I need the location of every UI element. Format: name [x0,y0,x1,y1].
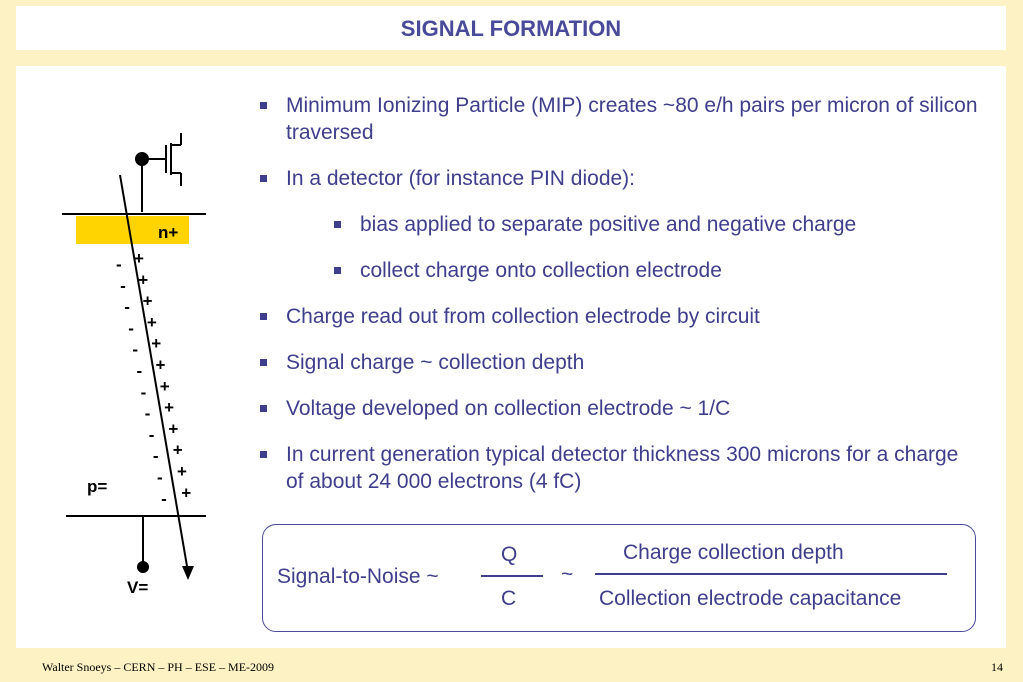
electron-minus-sign: - [137,362,143,381]
electron-minus-sign: - [161,489,167,508]
hole-plus-sign: + [177,462,187,481]
bias-voltage-label: V= [127,578,148,597]
charge-pairs: -+-+-+-+-+-+-+-+-+-+-+-+ [116,249,191,508]
electron-minus-sign: - [149,425,155,444]
hole-plus-sign: + [168,419,178,438]
hole-plus-sign: + [151,334,161,353]
hole-plus-sign: + [164,398,174,417]
electron-minus-sign: - [145,404,151,423]
electron-minus-sign: - [124,298,130,317]
particle-track [119,174,189,573]
sub-bullet-bias: bias applied to separate positive and ne… [334,211,978,238]
electron-minus-sign: - [128,319,134,338]
formula-denominator-c: C [501,587,517,610]
track-arrowhead-icon [182,566,194,580]
electron-minus-sign: - [120,276,126,295]
bullet-voltage: Voltage developed on collection electrod… [258,395,978,422]
electron-minus-sign: - [157,468,163,487]
formula-fraction-bar-2 [595,573,947,575]
n-plus-region [76,216,189,244]
formula-lhs: Signal-to-Noise ~ [277,565,439,588]
bullet-readout: Charge read out from collection electrod… [258,303,978,330]
formula-numerator-q: Q [501,543,518,566]
bullet-signal-depth: Signal charge ~ collection depth [258,349,978,376]
hole-plus-sign: + [173,441,183,460]
bullet-detector: In a detector (for instance PIN diode): [258,165,978,192]
p-region-label: p= [87,477,107,496]
electron-minus-sign: - [153,447,159,466]
bias-node [137,561,149,573]
signal-to-noise-formula: Signal-to-Noise ~ Q C ~ Charge collectio… [262,524,976,632]
formula-right-numerator: Charge collection depth [623,541,844,564]
hole-plus-sign: + [147,313,157,332]
bullet-mip: Minimum Ionizing Particle (MIP) creates … [258,92,978,146]
slide-title: SIGNAL FORMATION [400,16,622,41]
hole-plus-sign: + [160,377,170,396]
bullet-list: Minimum Ionizing Particle (MIP) creates … [258,92,978,514]
sub-bullet-collect: collect charge onto collection electrode [334,257,978,284]
hole-plus-sign: + [138,270,148,289]
n-plus-label: n+ [158,223,178,242]
electron-minus-sign: - [132,340,138,359]
hole-plus-sign: + [181,483,191,502]
title-bar: SIGNAL FORMATION [16,6,1006,50]
hole-plus-sign: + [143,292,153,311]
bullet-thickness: In current generation typical detector t… [258,441,978,495]
formula-right-denominator: Collection electrode capacitance [599,587,902,610]
footer-author: Walter Snoeys – CERN – PH – ESE – ME-200… [42,660,275,674]
footer-page-number: 14 [991,660,1003,674]
electron-minus-sign: - [141,383,147,402]
hole-plus-sign: + [134,249,144,268]
hole-plus-sign: + [156,356,166,375]
formula-fraction-bar-1 [481,575,543,577]
transistor-symbol [135,133,182,212]
electron-minus-sign: - [116,255,122,274]
formula-approx: ~ [561,563,574,586]
